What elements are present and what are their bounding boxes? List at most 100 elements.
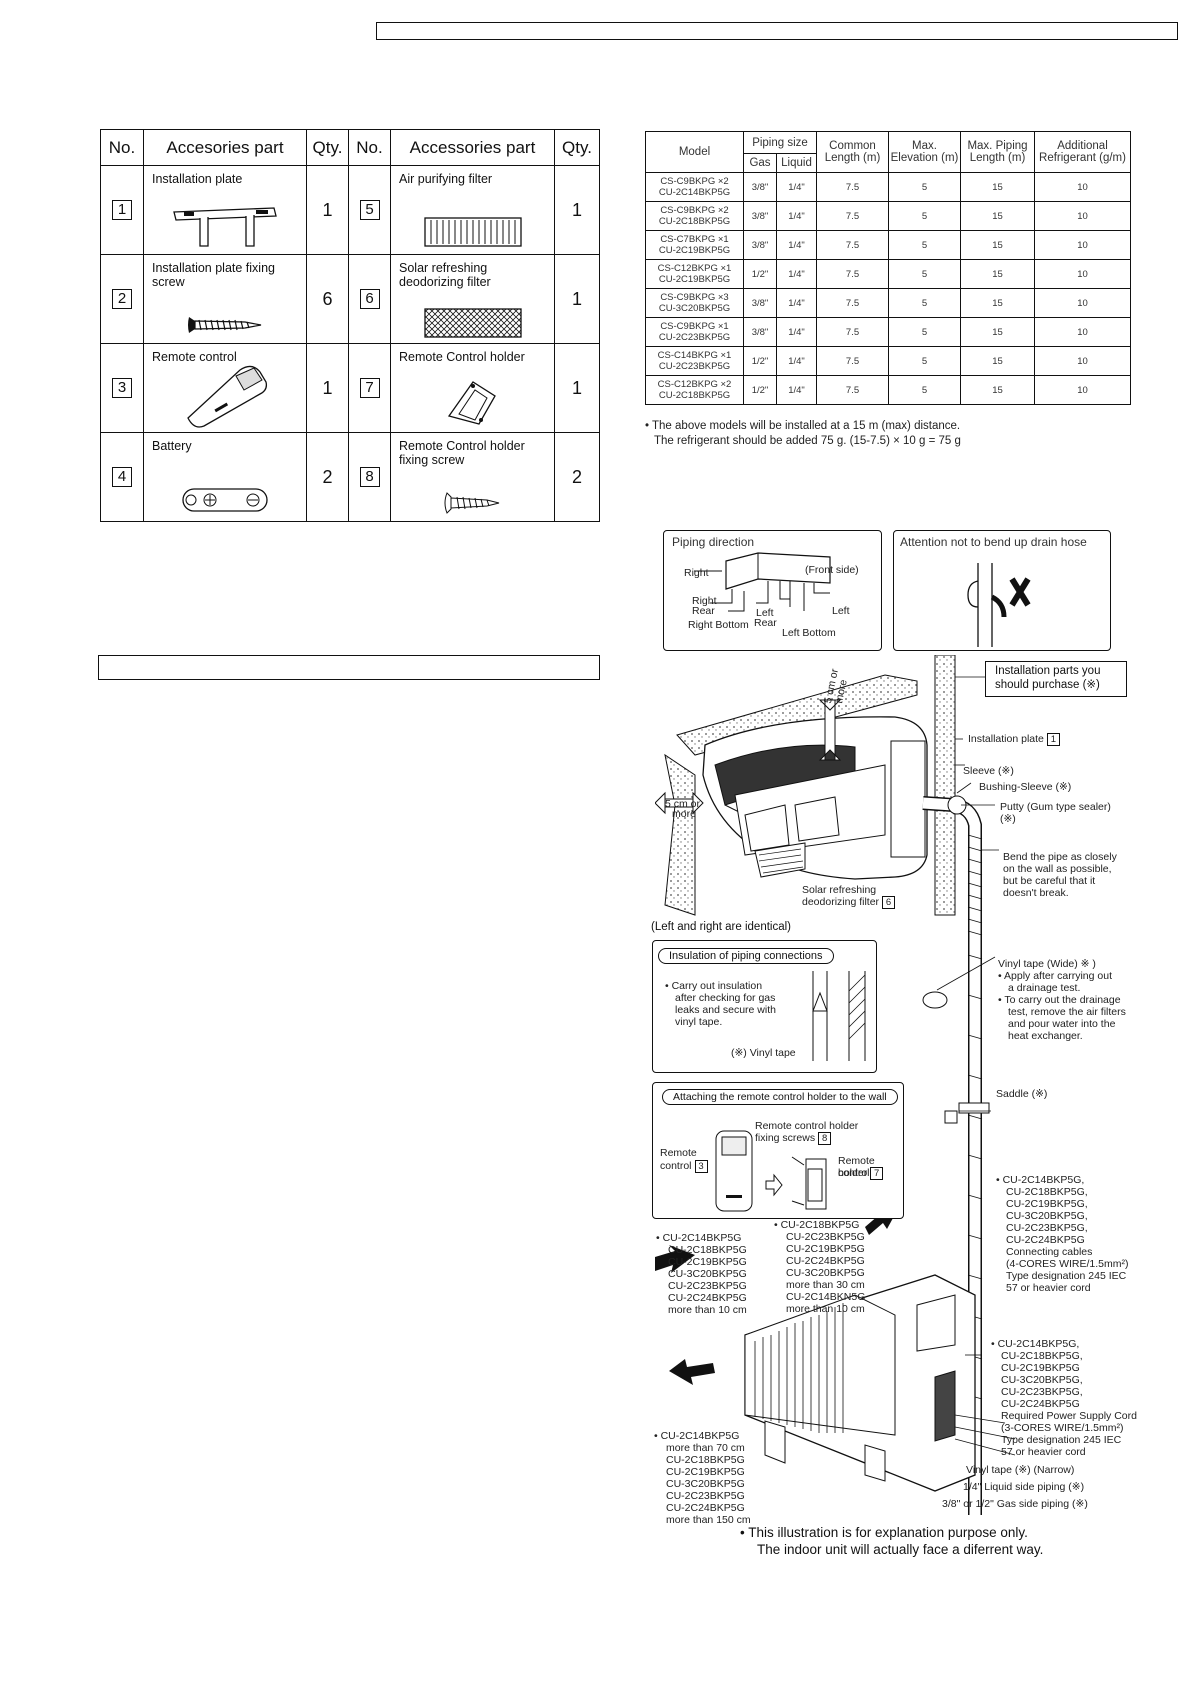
part-cell: Remote control: [143, 343, 307, 433]
part-number: 2: [112, 289, 132, 309]
piping-note-2: The refrigerant should be added 75 g. (1…: [654, 435, 961, 447]
section-title-bar: [98, 655, 600, 680]
dir-left-bottom: Left Bottom: [782, 627, 836, 639]
col-no: No.: [348, 129, 391, 166]
col-gas: Gas: [743, 153, 777, 173]
gas-size: 3/8": [743, 288, 777, 318]
part-cell: Solar refreshing deodorizing filter: [390, 254, 555, 344]
max-elevation: 5: [888, 346, 961, 376]
drain-hose-icon: [967, 563, 1031, 647]
col-max-elevation: Max. Elevation (m): [888, 131, 961, 173]
common-length: 7.5: [816, 375, 889, 405]
common-length: 7.5: [816, 346, 889, 376]
add-refrigerant: 10: [1034, 230, 1131, 260]
add-refrigerant: 10: [1034, 172, 1131, 202]
col-no: No.: [100, 129, 144, 166]
saddle-label: Saddle (※): [996, 1088, 1048, 1100]
header-bar: [376, 22, 1178, 40]
bend-note-3: but be careful that it: [1003, 875, 1096, 887]
bend-note-1: Bend the pipe as closely: [1003, 851, 1117, 863]
dir-right: Right: [684, 567, 709, 579]
part-cell: Battery: [143, 432, 307, 522]
part-qty: 6: [306, 254, 349, 344]
part-qty: 2: [306, 432, 349, 522]
table-row: 3 Remote control 1 7 Remote Control hold…: [100, 343, 600, 433]
max-length: 15: [960, 172, 1035, 202]
bushing-sleeve-label: Bushing-Sleeve (※): [979, 781, 1072, 793]
dir-left-rear-1: Left: [756, 607, 774, 619]
max-elevation: 5: [888, 230, 961, 260]
solar-filter-label-1: Solar refreshing: [802, 884, 877, 896]
footnote-1: • This illustration is for explanation p…: [740, 1525, 1028, 1540]
screw-icon: [144, 311, 306, 339]
remote-holder-box: Attaching the remote control holder to t…: [652, 1082, 904, 1219]
vinyl-narrow-label: Vinyl tape (※) (Narrow): [966, 1464, 1075, 1476]
part-number: 5: [359, 200, 380, 220]
common-length: 7.5: [816, 230, 889, 260]
add-refrigerant: 10: [1034, 259, 1131, 289]
part-number: 6: [359, 289, 380, 309]
vinyl-wide-label: Vinyl tape (Wide) ※ ): [998, 958, 1096, 970]
col-liquid: Liquid: [776, 153, 817, 173]
liquid-size: 1/4": [776, 259, 817, 289]
col-max-piping-length: Max. Piping Length (m): [960, 131, 1035, 173]
part-qty: 2: [554, 432, 600, 522]
gas-pipe-label: 3/8" or 1/2" Gas side piping (※): [942, 1498, 1088, 1510]
max-elevation: 5: [888, 317, 961, 347]
remote-control-icon: [144, 362, 306, 428]
power-supply-list: • CU-2C14BKP5G,CU-2C18BKP5G,CU-2C19BKP5G…: [991, 1338, 1137, 1458]
vinyl-tape-small-label: (※) Vinyl tape: [731, 1047, 796, 1059]
liquid-pipe-label: 1/4" Liquid side piping (※): [963, 1481, 1085, 1493]
installation-illustration: [655, 655, 1016, 1515]
max-elevation: 5: [888, 288, 961, 318]
liquid-size: 1/4": [776, 317, 817, 347]
gas-size: 1/2": [743, 259, 777, 289]
part-number: 4: [112, 467, 132, 487]
liquid-size: 1/4": [776, 172, 817, 202]
attention-box: Attention not to bend up drain hose: [893, 530, 1111, 651]
putty-label-1: Putty (Gum type sealer): [1000, 801, 1111, 813]
liquid-size: 1/4": [776, 375, 817, 405]
bend-note-2: on the wall as possible,: [1003, 863, 1112, 875]
common-length: 7.5: [816, 317, 889, 347]
battery-icon: [144, 483, 306, 517]
dir-front-side: (Front side): [805, 564, 859, 576]
col-model: Model: [645, 131, 744, 173]
deodorizing-filter-icon: [391, 305, 554, 339]
add-refrigerant: 10: [1034, 317, 1131, 347]
max-elevation: 5: [888, 375, 961, 405]
gas-size: 3/8": [743, 172, 777, 202]
part-cell: Installation plate fixing screw: [143, 254, 307, 344]
insulation-title: Insulation of piping connections: [658, 948, 834, 964]
part-number: 8: [359, 467, 380, 487]
liquid-size: 1/4": [776, 288, 817, 318]
dir-left-rear-2: Rear: [754, 617, 777, 629]
part-qty: 1: [554, 343, 600, 433]
part-name: Remote Control holder fixing screw: [399, 439, 525, 467]
installation-plate-icon: [144, 202, 306, 250]
liquid-size: 1/4": [776, 346, 817, 376]
add-refrigerant: 10: [1034, 288, 1131, 318]
dir-right-rear-2: Rear: [692, 605, 715, 617]
connecting-cables-list: • CU-2C14BKP5G,CU-2C18BKP5G,CU-2C19BKP5G…: [996, 1174, 1129, 1294]
dir-right-bottom: Right Bottom: [688, 619, 749, 631]
col-piping-size: Piping size: [743, 131, 817, 154]
part-name: Installation plate fixing screw: [152, 261, 275, 289]
